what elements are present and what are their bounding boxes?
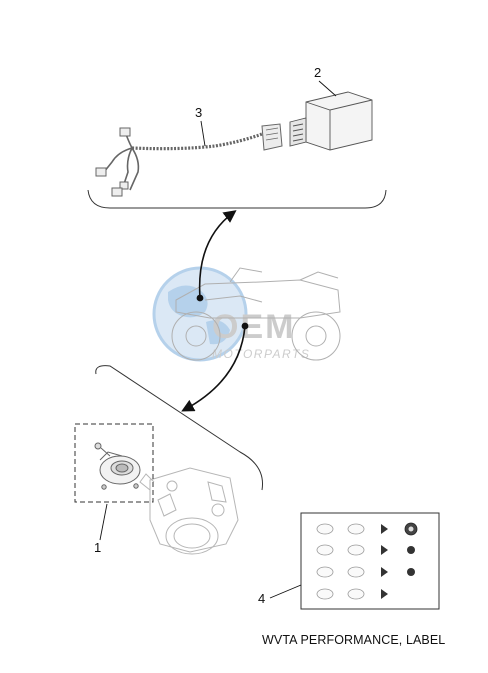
diagram-caption: WVTA PERFORMANCE, LABEL [262, 633, 446, 647]
watermark: OEM MOTORPARTS [152, 266, 309, 362]
arrow-to-throttle-body [181, 325, 246, 412]
leader-3 [200, 120, 206, 147]
callout-1: 1 [94, 540, 101, 555]
throttle-group-bracket [95, 365, 264, 491]
leader-1 [99, 503, 108, 541]
leader-4 [269, 584, 302, 599]
ecu-part [289, 91, 373, 151]
throttle-group: 1 [74, 365, 264, 555]
callout-4: 4 [258, 591, 265, 606]
atv-silhouette [171, 267, 341, 361]
sensor-part [94, 442, 141, 490]
top-group-bracket [87, 189, 387, 209]
label-sheet-grid [316, 522, 418, 600]
reference-arrows [181, 210, 249, 412]
leader-2 [318, 80, 337, 97]
callout-3: 3 [195, 105, 202, 120]
callout-2: 2 [314, 65, 321, 80]
arrow-to-harness [198, 210, 237, 299]
wire-harness-part [95, 123, 283, 197]
throttle-body-part [139, 467, 239, 555]
inset-box [74, 423, 154, 503]
watermark-brand: OEM [212, 308, 295, 346]
top-group: 2 3 [87, 65, 387, 209]
label-sheet-group: 4 [258, 512, 440, 610]
